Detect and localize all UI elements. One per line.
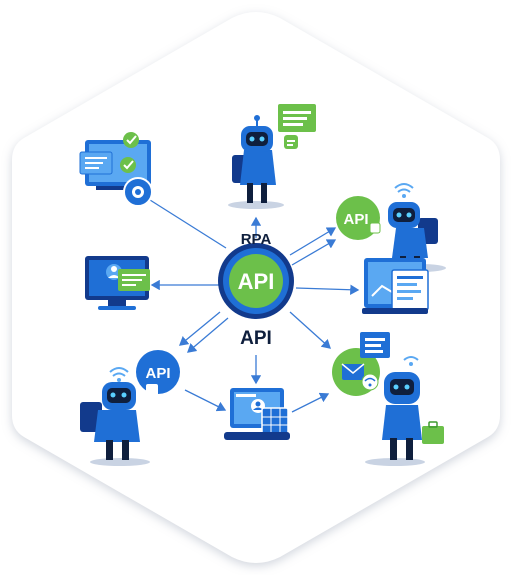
rpa-label: RPA [241, 231, 272, 248]
robot-bottom-right [332, 332, 444, 466]
robot-top-right: API [336, 183, 446, 272]
central-api-node: API [218, 243, 294, 319]
laptop-dashboard [224, 388, 290, 440]
wifi-icon [109, 367, 129, 377]
connection-arrows [149, 199, 360, 413]
wifi-icon [394, 183, 414, 193]
mail-icon [341, 363, 365, 380]
api-bubble-top-right-label: API [343, 211, 368, 228]
robot-top-center [228, 104, 316, 209]
robot-bottom-left: API [80, 350, 180, 466]
briefcase-icon [422, 426, 444, 444]
api-center-label: API [238, 269, 275, 294]
dashboard-charts [362, 258, 429, 314]
gear-icon [123, 177, 153, 207]
arrow-to-bottom-left-2 [187, 317, 229, 353]
api-bubble-left-label: API [145, 365, 170, 382]
check-icon [123, 132, 139, 148]
arrow-to-dashboard [295, 284, 360, 295]
arrow-to-bottom-left [178, 311, 221, 346]
arrow-to-bottom-right [289, 311, 331, 349]
arrow-center-to-bottom-right [291, 392, 330, 413]
monitor-user-profile [85, 256, 150, 310]
wifi-icon [361, 373, 379, 391]
arrow-to-top-right [289, 227, 337, 256]
user-icon [106, 264, 122, 280]
arrow-to-top-left [149, 199, 227, 249]
check-icon [120, 157, 136, 173]
arrow-bottom-left-to-center [184, 389, 227, 412]
api-bubble-top-right [336, 196, 380, 240]
api-bubble-left [136, 350, 180, 394]
arrow-to-top-right-2 [291, 239, 337, 266]
api-below-label: API [240, 328, 272, 349]
monitor-checklist [79, 132, 153, 207]
wifi-icon [403, 356, 419, 361]
